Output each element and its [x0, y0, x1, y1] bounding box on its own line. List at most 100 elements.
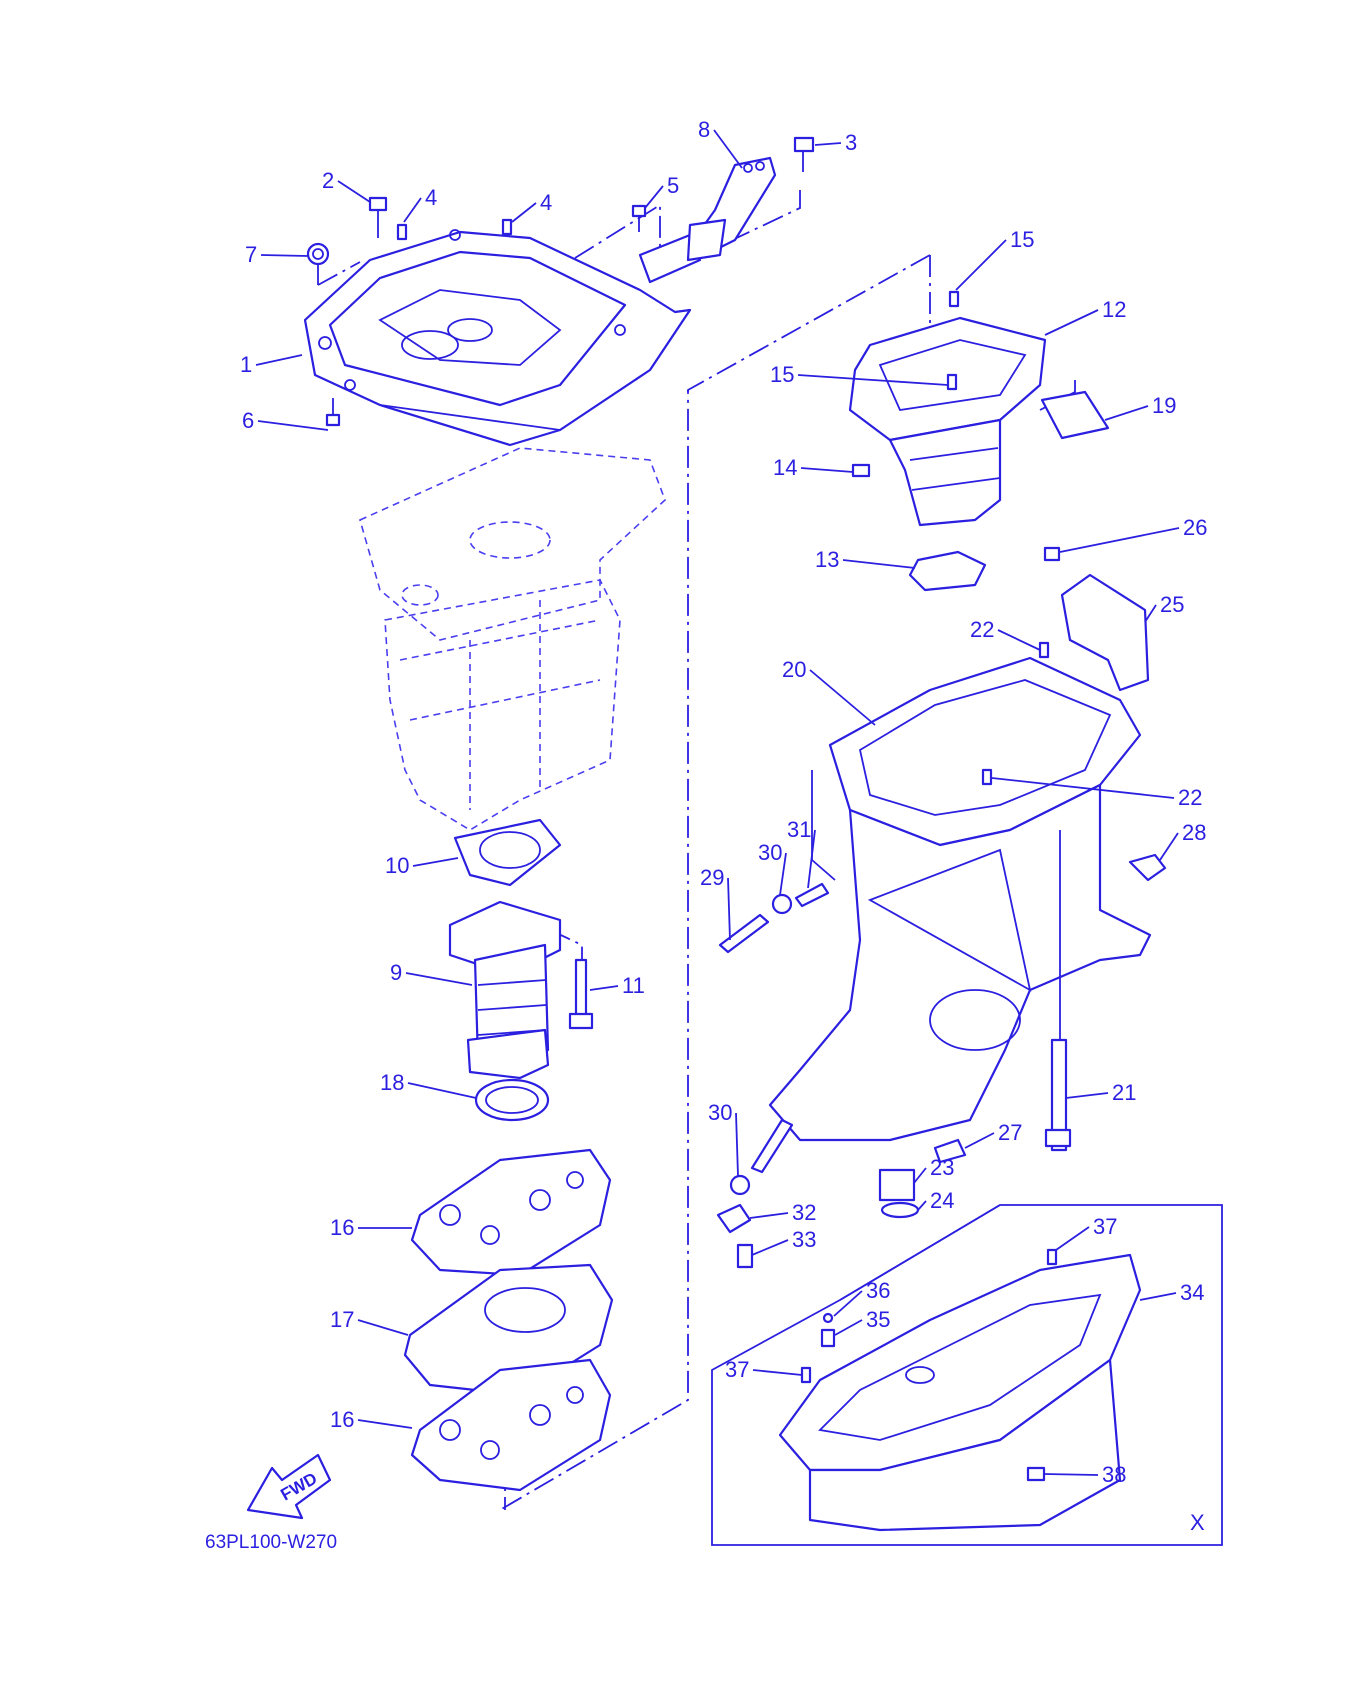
callout-c20: 20 [782, 657, 806, 682]
bracket-part-8 [686, 156, 777, 262]
callout-c32: 32 [792, 1200, 816, 1225]
tube-30b [750, 1118, 794, 1174]
callout-c22a: 22 [970, 617, 994, 642]
callout-c34: 34 [1180, 1280, 1204, 1305]
leader-c35 [834, 1319, 863, 1336]
pin-15b [946, 373, 958, 391]
leader-c18 [407, 1082, 477, 1099]
bolt-38 [1026, 1466, 1046, 1482]
engine-ghost-outline [359, 447, 666, 831]
leader-c17 [357, 1319, 409, 1336]
fwd-arrow: FWD [246, 1453, 332, 1520]
part-29 [718, 913, 770, 954]
callout-c21: 21 [1112, 1080, 1136, 1105]
callout-c11: 11 [622, 973, 645, 998]
leader-c20 [809, 669, 876, 726]
leader-c16b [357, 1419, 413, 1429]
upper-casing-part-20 [768, 546, 1167, 1152]
leader-c27 [964, 1132, 995, 1149]
leader-c31 [807, 829, 816, 889]
bolt-2-head [368, 196, 388, 212]
leader-c10 [412, 857, 459, 867]
callout-c31: 31 [787, 817, 811, 842]
callout-c14: 14 [773, 455, 797, 480]
callout-c9: 9 [390, 960, 402, 985]
callout-c35: 35 [866, 1307, 890, 1332]
leader-c8 [713, 129, 743, 169]
pin-15a [948, 290, 960, 308]
callout-c15b: 15 [770, 362, 794, 387]
leader-c36 [833, 1290, 863, 1317]
leader-c25 [1144, 604, 1157, 623]
leader-c19 [1104, 405, 1149, 421]
leader-c15b [797, 374, 949, 386]
leader-c6 [257, 420, 329, 431]
leader-c38 [1043, 1473, 1099, 1476]
inset-lower-casing: X [711, 1204, 1223, 1546]
callout-c38: 38 [1102, 1462, 1126, 1487]
leader-c22b [991, 777, 1175, 799]
fasteners-top [306, 136, 815, 427]
bolt-6-head [325, 413, 341, 427]
part-27 [933, 1138, 967, 1164]
callout-c19: 19 [1152, 393, 1176, 418]
leader-c3 [814, 142, 842, 146]
leader-c13 [842, 559, 916, 569]
callout-c8: 8 [698, 117, 710, 142]
leader-c9 [405, 972, 473, 986]
bolt-33 [736, 1243, 754, 1269]
tube-31 [794, 882, 830, 908]
leader-lines [255, 129, 1180, 1476]
leader-c21 [1065, 1092, 1109, 1099]
leader-c30a [779, 852, 787, 896]
leader-c4a [403, 197, 422, 223]
inset-marker-label: X [1190, 1510, 1205, 1535]
callout-c7: 7 [245, 242, 257, 267]
leader-c26 [1059, 527, 1180, 553]
callout-c12: 12 [1102, 297, 1126, 322]
leader-c15a [955, 239, 1007, 291]
leader-c11 [589, 985, 619, 991]
leader-c23 [913, 1167, 927, 1184]
bolt-26 [1043, 546, 1061, 562]
callout-c30b: 30 [708, 1100, 732, 1125]
diagram-code: 63PL100-W270 [205, 1532, 337, 1553]
callout-c2: 2 [322, 168, 334, 193]
bolt-3-head [793, 136, 815, 153]
callout-c37a: 37 [1093, 1214, 1117, 1239]
plug-35 [820, 1328, 836, 1348]
pin-4b [501, 218, 513, 236]
leader-c32 [749, 1212, 789, 1219]
callout-c6: 6 [242, 408, 254, 433]
leader-c37b [752, 1369, 803, 1376]
bolt-14 [851, 463, 871, 478]
leader-c33 [751, 1239, 789, 1256]
ring-24 [880, 1201, 920, 1219]
leader-c14 [800, 467, 854, 473]
bushing-23 [878, 1168, 916, 1202]
callout-c1: 1 [240, 352, 252, 377]
callout-c3: 3 [845, 130, 857, 155]
leader-c37a [1055, 1226, 1090, 1251]
callout-c24: 24 [930, 1188, 954, 1213]
leader-c7 [260, 254, 309, 257]
part-32 [716, 1203, 752, 1234]
callout-c13: 13 [815, 547, 839, 572]
callout-c26: 26 [1183, 515, 1207, 540]
leader-c12 [1044, 309, 1099, 336]
callout-c25: 25 [1160, 592, 1184, 617]
callout-c4a: 4 [425, 185, 437, 210]
leader-c24 [917, 1200, 927, 1211]
callout-c27: 27 [998, 1120, 1022, 1145]
leader-c28 [1159, 832, 1179, 861]
callout-c29: 29 [700, 865, 724, 890]
bolt-5-head [631, 204, 647, 218]
gaskets [403, 1148, 614, 1492]
leader-c30b [735, 1112, 739, 1177]
pin-37b [800, 1366, 812, 1384]
pin-22a [1038, 641, 1050, 659]
callout-c36: 36 [866, 1278, 890, 1303]
leader-c1 [255, 354, 303, 366]
